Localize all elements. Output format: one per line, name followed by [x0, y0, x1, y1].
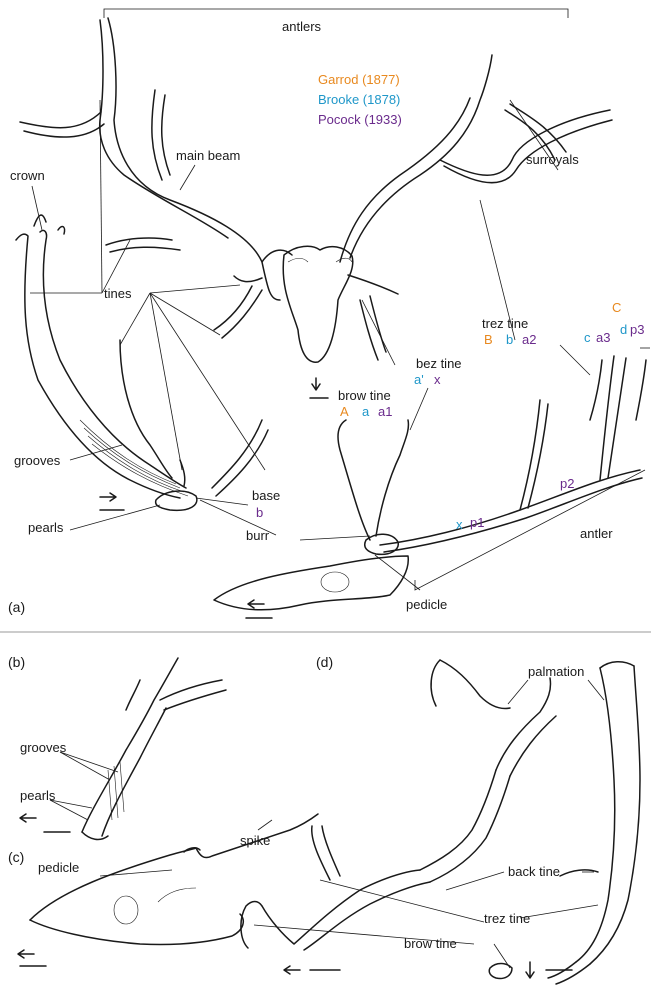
panel-label-d: (d) — [316, 654, 333, 670]
code-trez-a2: a2 — [522, 332, 536, 347]
label-grooves: grooves — [14, 453, 61, 468]
code-p2: p2 — [560, 476, 574, 491]
label-pearls: pearls — [28, 520, 64, 535]
label-pedicle: pedicle — [406, 597, 447, 612]
label-base: base — [252, 488, 280, 503]
arrow-icon — [284, 962, 572, 978]
panel-label-a: (a) — [8, 599, 25, 615]
label-bez-tine: bez tine — [416, 356, 462, 371]
label-pearls-b: pearls — [20, 788, 56, 803]
code-C: C — [612, 300, 621, 315]
code-p1: p1 — [470, 515, 484, 530]
label-grooves-b: grooves — [20, 740, 67, 755]
label-main-beam: main beam — [176, 148, 240, 163]
label-tines: tines — [104, 286, 132, 301]
arrow-icon — [18, 950, 46, 966]
legend-brooke: Brooke (1878) — [318, 92, 400, 107]
label-spike: spike — [240, 833, 270, 848]
code-trez-B: B — [484, 332, 493, 347]
label-brow-tine: brow tine — [338, 388, 391, 403]
label-antlers: antlers — [282, 19, 322, 34]
code-brow-a1: a1 — [378, 404, 392, 419]
label-palmation: palmation — [528, 664, 584, 679]
legend-pocock: Pocock (1933) — [318, 112, 402, 127]
skull-front-outline — [283, 246, 353, 362]
arrow-icon — [20, 814, 70, 832]
label-trez-tine-d: trez tine — [484, 911, 530, 926]
arrow-icon — [100, 378, 328, 618]
code-c: c — [584, 330, 591, 345]
panel-b-antler-outline — [82, 658, 226, 839]
label-surroyals: surroyals — [526, 152, 579, 167]
leaders-panel-d — [254, 680, 604, 968]
code-trez-b: b — [506, 332, 513, 347]
label-antler: antler — [580, 526, 613, 541]
antlers-bracket — [104, 9, 568, 18]
leaders-panel-c — [100, 820, 272, 876]
code-a3: a3 — [596, 330, 610, 345]
panel-label-c: (c) — [8, 849, 24, 865]
label-brow-tine-d: brow tine — [404, 936, 457, 951]
panel-label-b: (b) — [8, 654, 25, 670]
leaders-panel-b — [50, 752, 118, 820]
code-bez-a-prime: a' — [414, 372, 424, 387]
code-p3: p3 — [630, 322, 644, 337]
label-pedicle-c: pedicle — [38, 860, 79, 875]
right-side-antler-outline — [214, 356, 646, 610]
code-bez-x: x — [434, 372, 441, 387]
code-brow-A: A — [340, 404, 349, 419]
label-base-b: b — [256, 505, 263, 520]
left-antler-outline — [20, 18, 292, 338]
label-trez-tine: trez tine — [482, 316, 528, 331]
code-x: x — [456, 517, 463, 532]
label-back-tine: back tine — [508, 864, 560, 879]
code-brow-a: a — [362, 404, 370, 419]
label-burr: burr — [246, 528, 270, 543]
code-d: d — [620, 322, 627, 337]
label-crown: crown — [10, 168, 45, 183]
legend-garrod: Garrod (1877) — [318, 72, 400, 87]
